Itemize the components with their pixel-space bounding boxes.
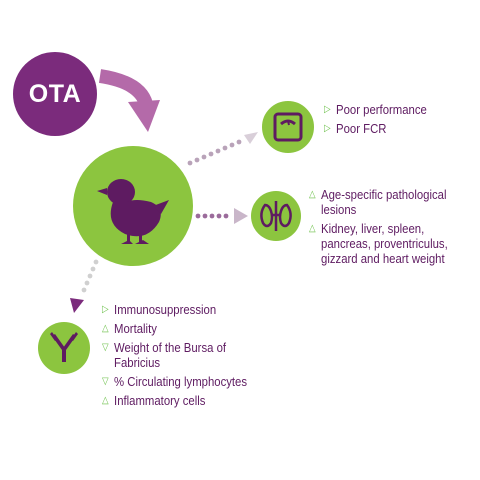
- performance-node: [260, 99, 316, 155]
- list-item: △ Kidney, liver, spleen, pancreas, prove…: [309, 221, 448, 266]
- immune-node: [38, 322, 90, 374]
- item-text: Immunosuppression: [114, 302, 217, 317]
- down-triangle-icon: ▽: [102, 376, 109, 387]
- dots-to-kidney: [195, 213, 229, 219]
- up-triangle-icon: △: [102, 395, 109, 406]
- list-item: ▽ % Circulating lymphocytes: [102, 374, 247, 389]
- item-text-line: Weight of the Bursa of: [114, 340, 227, 355]
- ota-label: OTA: [28, 79, 82, 108]
- item-text-line: Age-specific pathological: [321, 187, 447, 202]
- list-item: ▷ Immunosuppression: [102, 302, 247, 317]
- item-text: Inflammatory cells: [114, 393, 206, 408]
- item-text: Poor FCR: [336, 121, 387, 136]
- list-item: ▽ Weight of the Bursa of Fabricius: [102, 340, 247, 370]
- chick-node: [73, 146, 193, 266]
- list-item: △ Mortality: [102, 321, 247, 336]
- list-item: ▷ Poor FCR: [324, 121, 427, 136]
- pathology-node: [251, 191, 301, 241]
- dots-to-scale-arrowhead: [244, 132, 258, 144]
- scale-icon: [273, 112, 303, 142]
- item-text-line: Fabricius: [114, 355, 161, 370]
- item-text-line: Kidney, liver, spleen,: [321, 221, 425, 236]
- dots-to-scale: [187, 139, 242, 166]
- ota-node: OTA: [13, 52, 97, 136]
- list-item: ▷ Poor performance: [324, 102, 427, 117]
- list-item: △ Age-specific pathological lesions: [309, 187, 448, 217]
- pathology-list: △ Age-specific pathological lesions △ Ki…: [309, 187, 470, 270]
- item-text: % Circulating lymphocytes: [114, 374, 248, 389]
- antibody-icon: [50, 332, 78, 362]
- up-triangle-icon: △: [102, 323, 109, 334]
- item-text-line: gizzard and heart weight: [321, 251, 445, 266]
- down-triangle-icon: ▽: [102, 342, 109, 353]
- ota-to-chick-arrow: [98, 69, 153, 107]
- up-triangle-icon: △: [309, 223, 316, 234]
- dots-to-antibody: [81, 259, 99, 293]
- performance-list: ▷ Poor performance ▷ Poor FCR: [324, 102, 444, 140]
- kidneys-icon: [260, 201, 292, 231]
- item-text: Mortality: [114, 321, 157, 336]
- ota-to-chick-arrowhead: [128, 100, 160, 132]
- right-triangle-icon: ▷: [324, 123, 331, 134]
- right-triangle-icon: ▷: [324, 104, 331, 115]
- dots-to-antibody-arrowhead: [70, 298, 84, 313]
- up-triangle-icon: △: [309, 189, 316, 200]
- right-triangle-icon: ▷: [102, 304, 109, 315]
- item-text: Poor performance: [336, 102, 427, 117]
- item-text-line: lesions: [321, 202, 357, 217]
- list-item: △ Inflammatory cells: [102, 393, 247, 408]
- item-text-line: pancreas, proventriculus,: [321, 236, 448, 251]
- dots-to-kidney-arrowhead: [234, 208, 248, 224]
- chick-icon: [97, 179, 169, 244]
- immune-list: ▷ Immunosuppression △ Mortality ▽ Weight…: [102, 302, 271, 412]
